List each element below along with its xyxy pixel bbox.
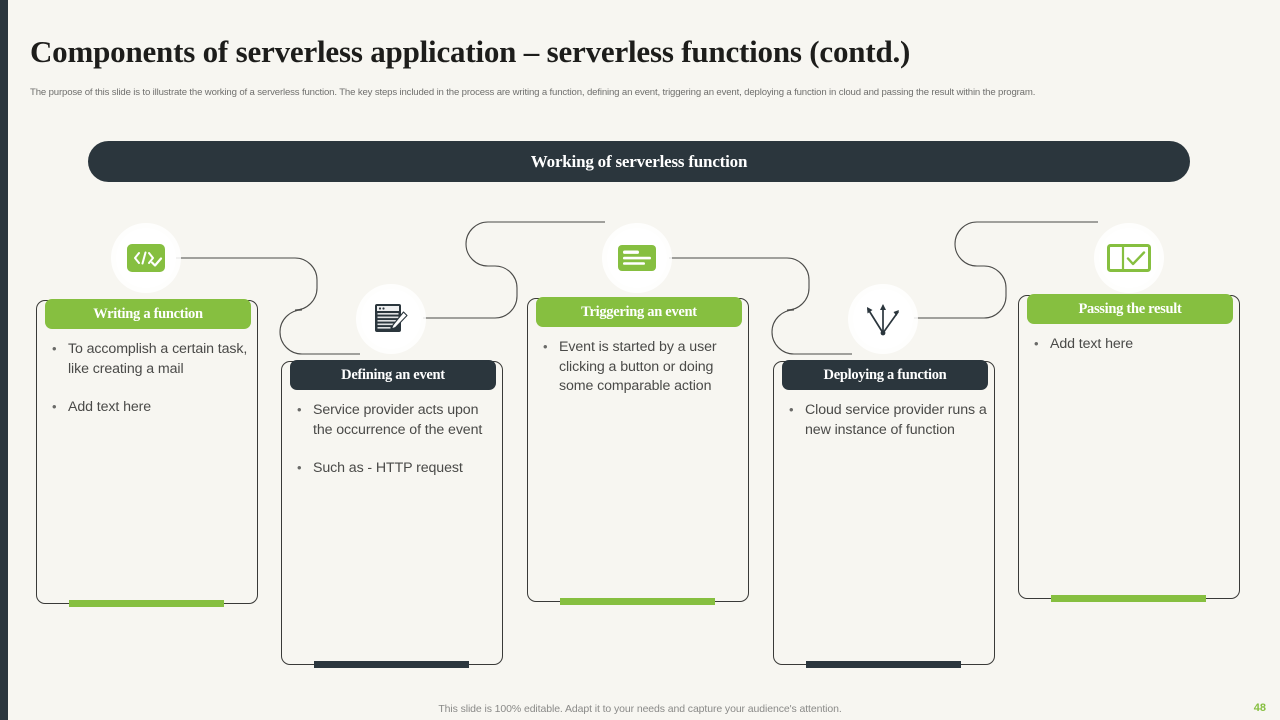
- distribute-arrows-icon: [867, 304, 899, 336]
- card-bullet-list: To accomplish a certain task, like creat…: [44, 339, 250, 437]
- step-card-passing-the-result[interactable]: Passing the result Add text here: [1018, 294, 1240, 602]
- card-accent-bar: [69, 600, 224, 607]
- card-accent-bar: [806, 661, 961, 668]
- card-title-tab: Passing the result: [1027, 294, 1233, 324]
- step-card-triggering-an-event[interactable]: Triggering an event Event is started by …: [527, 297, 749, 605]
- card-title: Deploying a function: [823, 366, 947, 383]
- card-accent-bar: [560, 598, 715, 605]
- step-icon-bubble-defining-an-event: [361, 289, 421, 349]
- checkbox-tick-icon: [1107, 244, 1151, 272]
- list-item: Event is started by a user clicking a bu…: [535, 337, 741, 397]
- section-banner-label: Working of serverless function: [530, 151, 748, 171]
- page-number: 48: [1253, 702, 1266, 714]
- list-item: Cloud service provider runs a new instan…: [781, 400, 987, 440]
- card-accent-bar: [314, 661, 469, 668]
- section-banner: Working of serverless function: [88, 141, 1190, 182]
- step-card-defining-an-event[interactable]: Defining an event Service provider acts …: [281, 360, 503, 668]
- page-subtitle: The purpose of this slide is to illustra…: [30, 87, 1036, 98]
- page-title: Components of serverless application – s…: [30, 34, 911, 69]
- document-pen-icon: [375, 304, 408, 332]
- code-check-icon: [127, 244, 165, 272]
- card-bullet-list: Event is started by a user clicking a bu…: [535, 337, 741, 416]
- left-edge-accent: [0, 0, 8, 720]
- list-item: Add text here: [1026, 334, 1232, 355]
- card-title-tab: Triggering an event: [536, 297, 742, 327]
- card-bullet-list: Cloud service provider runs a new instan…: [781, 400, 987, 459]
- card-bullet-list: Add text here: [1026, 334, 1232, 374]
- form-lines-icon: [618, 245, 656, 271]
- card-title: Writing a function: [93, 305, 203, 322]
- list-item: To accomplish a certain task, like creat…: [44, 339, 250, 379]
- card-title-tab: Writing a function: [45, 299, 251, 329]
- card-title-tab: Defining an event: [290, 360, 496, 390]
- card-bullet-list: Service provider acts upon the occurrenc…: [289, 400, 495, 498]
- step-icon-bubble-writing-a-function: [116, 228, 176, 288]
- card-accent-bar: [1051, 595, 1206, 602]
- step-card-writing-a-function[interactable]: Writing a function To accomplish a certa…: [36, 299, 258, 607]
- step-icon-bubble-triggering-an-event: [607, 228, 667, 288]
- list-item: Service provider acts upon the occurrenc…: [289, 400, 495, 440]
- card-title-tab: Deploying a function: [782, 360, 988, 390]
- footer-note: This slide is 100% editable. Adapt it to…: [438, 703, 842, 715]
- card-title: Passing the result: [1078, 300, 1182, 317]
- step-card-deploying-a-function[interactable]: Deploying a function Cloud service provi…: [773, 360, 995, 668]
- list-item: Add text here: [44, 397, 250, 418]
- card-title: Defining an event: [341, 366, 445, 383]
- list-item: Such as - HTTP request: [289, 458, 495, 479]
- step-icon-bubble-deploying-a-function: [853, 289, 913, 349]
- card-title: Triggering an event: [581, 303, 697, 320]
- step-icon-bubble-passing-the-result: [1099, 228, 1159, 288]
